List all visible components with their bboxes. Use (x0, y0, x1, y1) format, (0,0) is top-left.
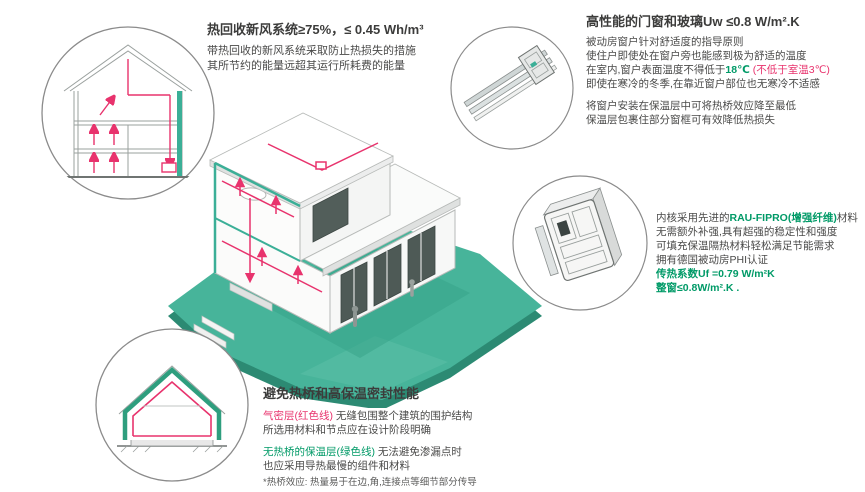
window-corner-detail-illustration (450, 26, 574, 150)
insulation-cut-edges (213, 161, 301, 273)
ventilation-body-line: 带热回收的新风系统采取防止热损失的措施 (207, 45, 416, 58)
thermal-body-line: 也应采用导热最慢的组件和材料 (263, 460, 410, 473)
insulation-layer-green-line (122, 366, 222, 440)
windows-temp-text: 在室内,窗户表面温度不得低于 (586, 64, 726, 77)
airtight-layer-label: 气密层(红色线) (263, 410, 333, 423)
windows-temp-value: 18℃ (725, 64, 750, 77)
profile-uf-value: 传热系数Uf =0.79 W/m²K (656, 267, 775, 280)
thermal-body-line: 气密层(红色线) 无缝包围整个建筑的围护结构 (263, 410, 473, 423)
upper-roof-top (209, 112, 394, 204)
windows-body-line: 保温层包裹住部分窗框可有效降低热损失 (586, 114, 775, 127)
ventilation-title: 热回收新风系统≥75%，≤ 0.45 Wh/m³ (207, 22, 424, 37)
profile-uw-value: 整窗≤0.8W/m².K . (656, 281, 740, 294)
insulation-layer-label: 无热桥的保温层(绿色线) (263, 446, 375, 459)
isometric-house-illustration (168, 112, 542, 408)
heat-recovery-detail-illustration (41, 26, 215, 200)
window-profile-illustration (512, 175, 648, 311)
thermal-footnote: *热桥效应: 热量易于在边,角,连接点等细节部分传导 (263, 477, 477, 489)
upper-window (312, 187, 349, 243)
thermal-title: 避免热桥和高保温密封性能 (263, 386, 420, 401)
thermal-envelope-illustration (95, 328, 249, 482)
profile-body-line: 无需额外补强,具有超强的稳定性和强度 (656, 225, 838, 238)
windows-temp-warning: (不低于室温3℃) (752, 64, 830, 77)
thermal-body-line: 所选用材料和节点应在设计阶段明确 (263, 424, 431, 437)
insulated-wall-strip (177, 91, 182, 177)
ventilation-ducts (221, 142, 379, 293)
roof-overhang (118, 365, 226, 415)
profile-body-line: 内核采用先进的RAU-FIPRO(增强纤维)材料 (656, 212, 858, 224)
windows-body-line: 使住户即使处在窗户旁也能感到极为舒适的温度 (586, 50, 807, 63)
thermal-body-line: 无热桥的保温层(绿色线) 无法避免渗漏点时 (263, 446, 462, 459)
windows-body-line: 被动房窗户针对舒适度的指导原则 (586, 36, 744, 49)
ventilation-section: 热回收新风系统≥75%，≤ 0.45 Wh/m³ 带热回收的新风系统采取防止热损… (207, 22, 507, 75)
glass-windows (340, 225, 436, 324)
ventilation-body-line: 其所节约的能量远超其运行所耗费的能量 (207, 60, 405, 73)
windows-body-line: 将窗户安装在保温层中可将热桥效应降至最低 (586, 100, 796, 113)
airflow-arrows (94, 59, 177, 173)
windows-body-line: 在室内,窗户表面温度不得低于18℃ (不低于室温3℃) (586, 64, 860, 78)
person-figure (351, 305, 359, 327)
windows-section: 高性能的门窗和玻璃Uw ≤0.8 W/m².K 被动房窗户针对舒适度的指导原则 … (586, 14, 860, 128)
person-figure (409, 279, 415, 297)
profile-body-line: 拥有德国被动房PHI认证 (656, 253, 769, 266)
thermal-section: 避免热桥和高保温密封性能 气密层(红色线) 无缝包围整个建筑的围护结构 所选用材… (263, 386, 593, 490)
windows-body-line: 即使在寒冷的冬季,在靠近窗户部位也无寒冷不适感 (586, 78, 820, 91)
profile-material-name: RAU-FIPRO(增强纤维) (729, 212, 837, 224)
airtight-layer-red-line (132, 380, 212, 437)
profile-section: 内核采用先进的RAU-FIPRO(增强纤维)材料 无需额外补强,具有超强的稳定性… (656, 212, 862, 296)
ground-walkway (300, 336, 448, 392)
profile-body-line: 可填充保温隔热材料轻松满足节能需求 (656, 239, 835, 252)
kitchen-counter (229, 282, 273, 312)
windows-title: 高性能的门窗和玻璃Uw ≤0.8 W/m².K (586, 14, 800, 29)
